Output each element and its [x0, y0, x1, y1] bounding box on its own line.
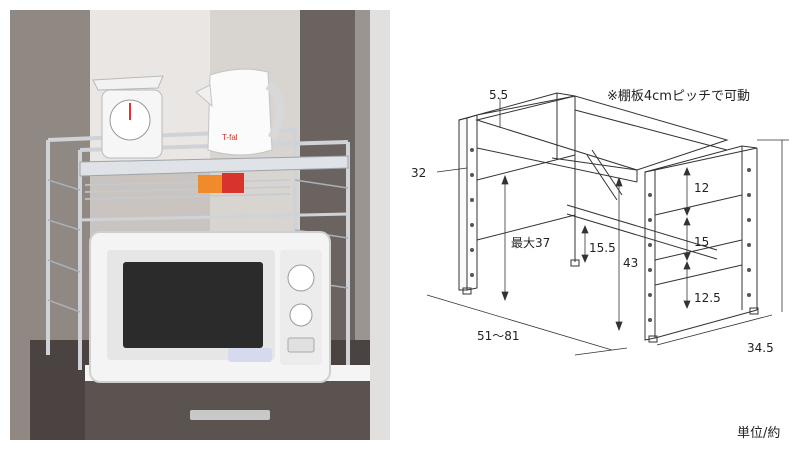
- upper-shelf: [79, 155, 349, 177]
- dim-max37-label: 最大37: [511, 236, 550, 250]
- dim-32-label: 32: [411, 166, 426, 180]
- dim-width-label: 51〜81: [477, 329, 520, 343]
- dimension-diagram: ※棚板4cmピッチで可動 5.5 32 最大37 15.5 43 12 15 1…: [397, 0, 800, 450]
- kettle-brand-label: T-fal: [222, 133, 238, 142]
- dim-15-5-label: 15.5: [589, 241, 616, 255]
- dim-12-5-label: 12.5: [694, 291, 721, 305]
- kitchen-scale: [92, 75, 164, 159]
- product-photo: T-fal: [10, 10, 390, 440]
- dimension-lines: [426, 98, 789, 356]
- rack-line-drawing: [458, 92, 759, 343]
- shelf-tag-orange: [198, 175, 222, 193]
- dim-depth-label: 34.5: [747, 341, 774, 355]
- dim-12-label: 12: [694, 181, 709, 195]
- dim-5-5-label: 5.5: [489, 88, 508, 102]
- dimension-diagram-drawing: ※棚板4cmピッチで可動 5.5 32 最大37 15.5 43 12 15 1…: [411, 88, 789, 441]
- product-photo-illustration: T-fal: [10, 10, 390, 440]
- dim-15-label: 15: [694, 235, 709, 249]
- shelf-tag-red: [222, 173, 244, 193]
- unit-label: 単位/約: [737, 425, 780, 441]
- drawer-handle: [190, 410, 270, 420]
- microwave: [89, 231, 331, 383]
- electric-kettle: T-fal: [195, 68, 285, 156]
- dim-43-label: 43: [623, 256, 638, 270]
- shelf-pitch-note: ※棚板4cmピッチで可動: [607, 89, 750, 104]
